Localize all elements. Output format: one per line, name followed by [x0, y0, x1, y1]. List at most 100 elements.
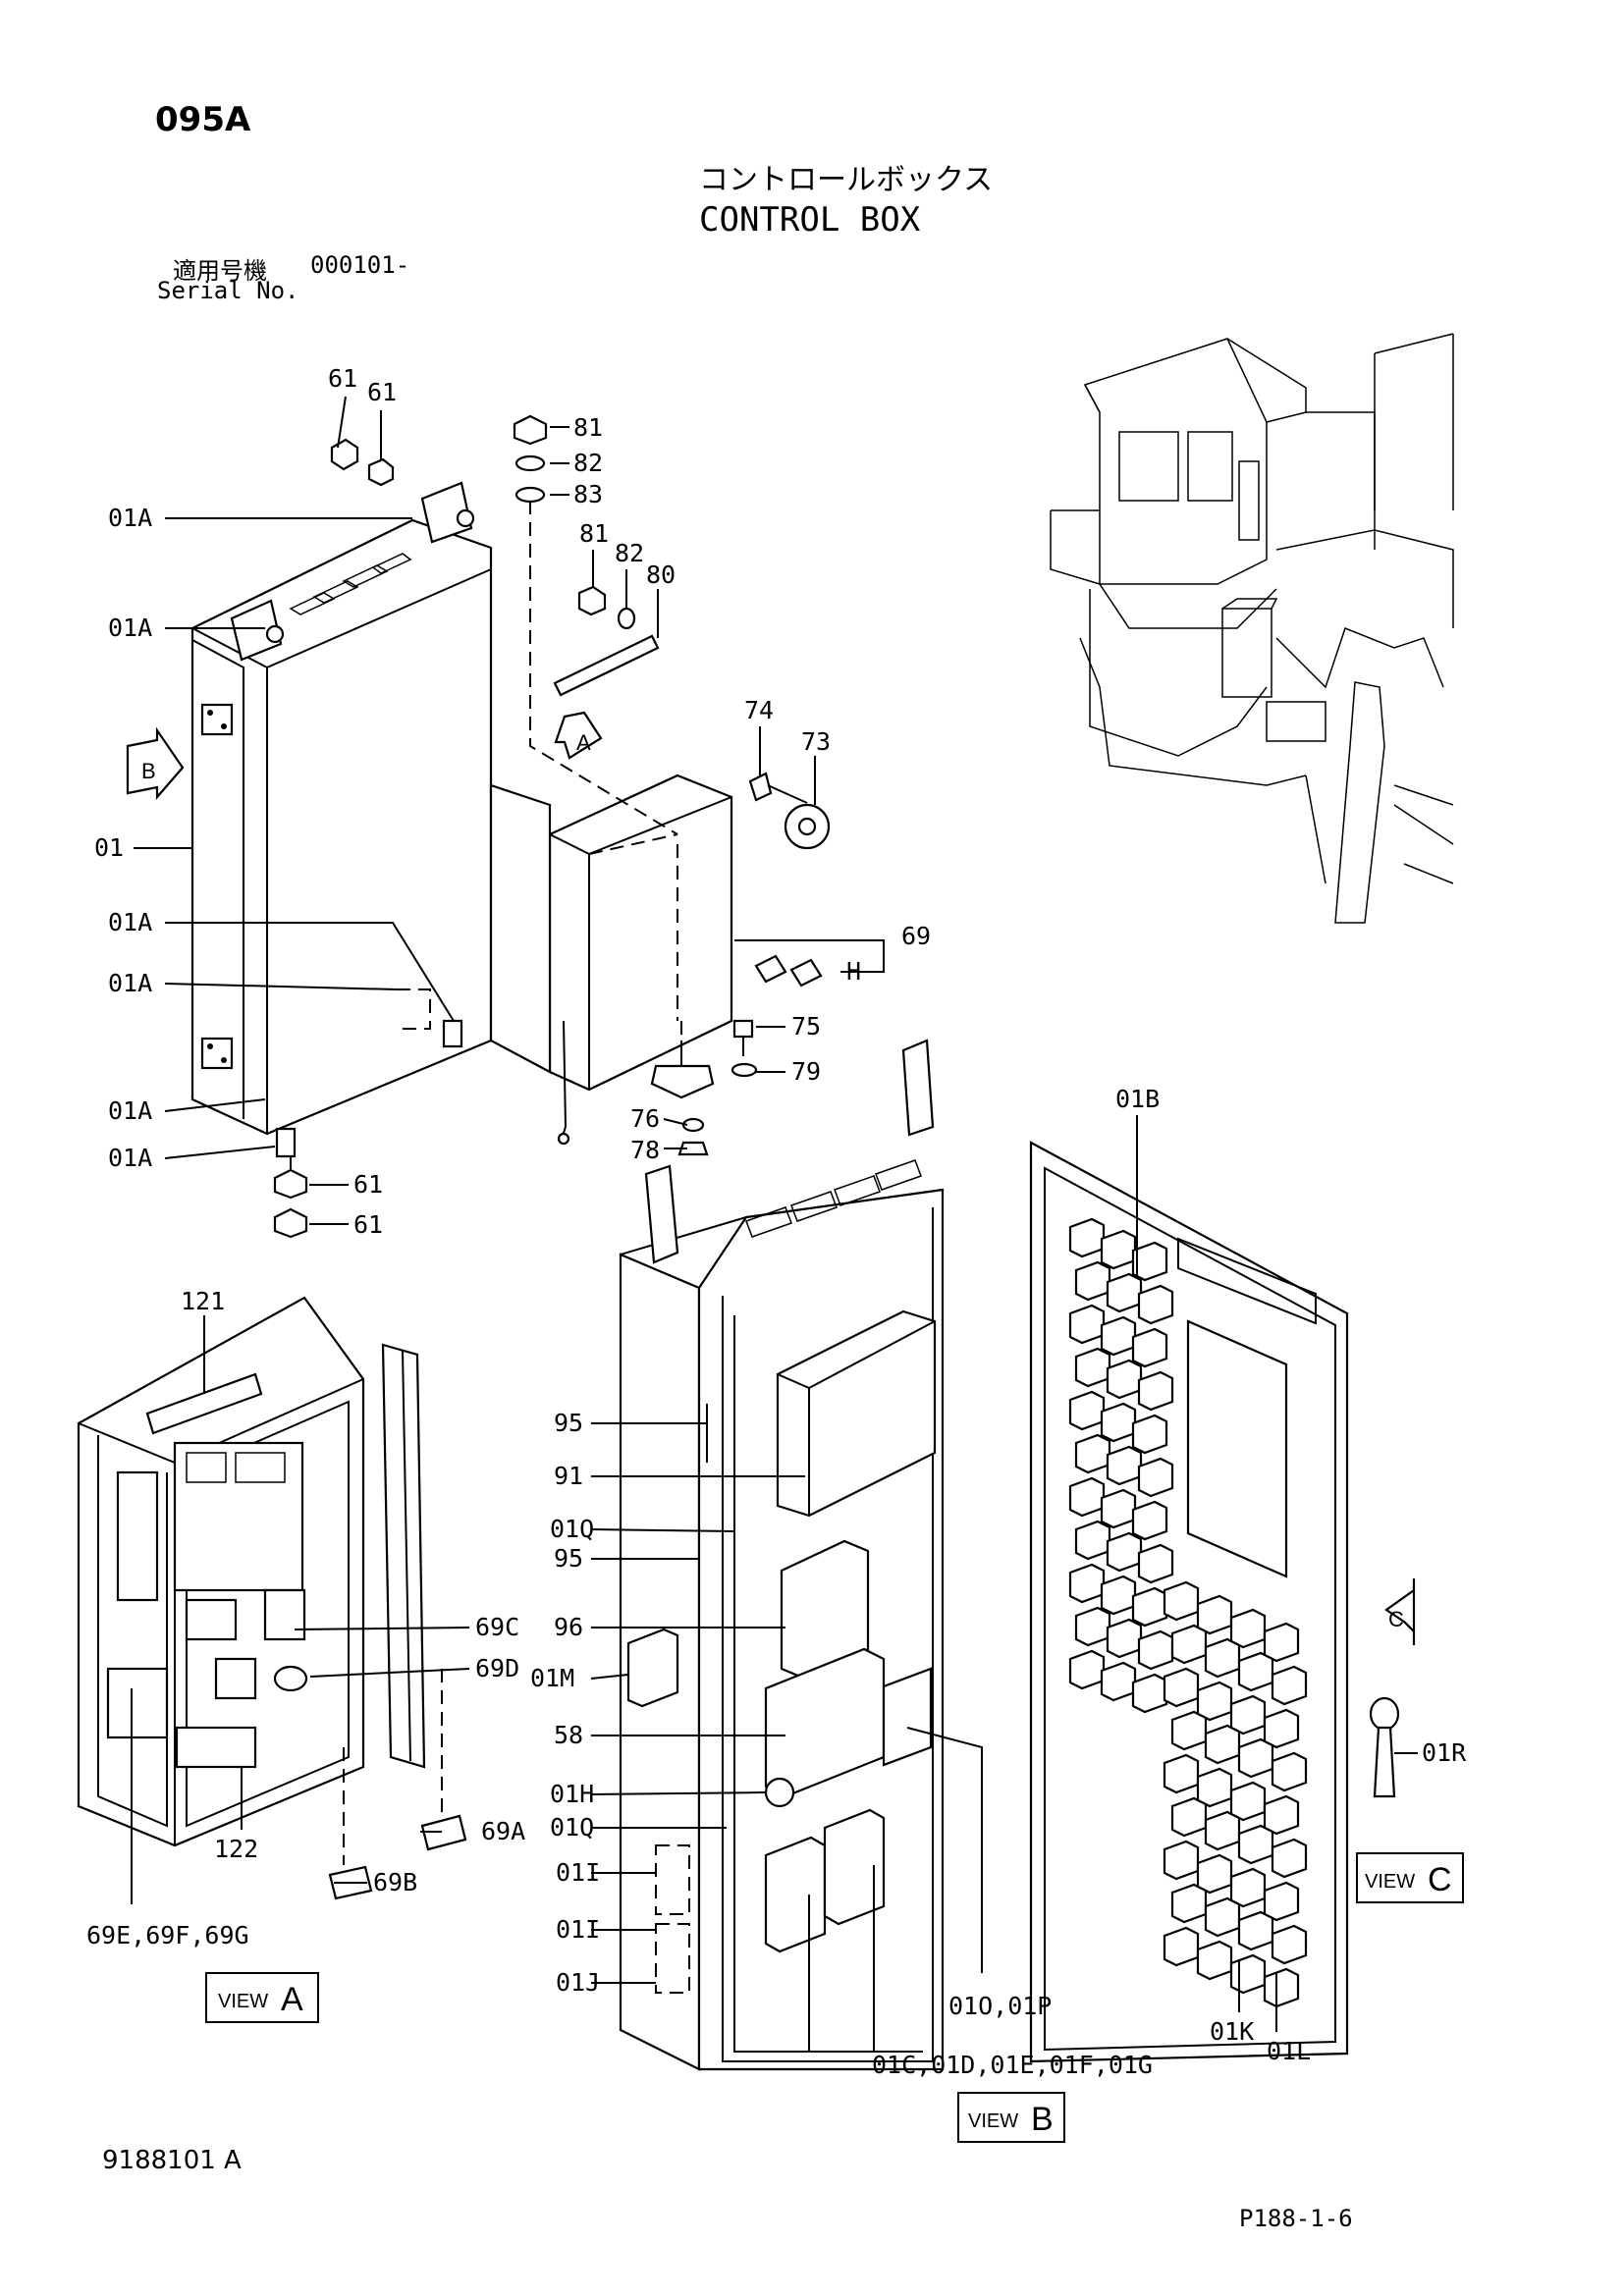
relay	[1074, 1520, 1111, 1561]
part-label: 78	[630, 1136, 660, 1164]
svg-text:C: C	[1388, 1607, 1404, 1631]
svg-text:C: C	[1428, 1861, 1452, 1898]
part-label: 81	[579, 519, 609, 548]
part-label: 01	[94, 833, 124, 862]
part-label: 79	[791, 1057, 821, 1086]
page-title: CONTROL BOX	[699, 200, 921, 240]
part-label: 121	[181, 1287, 225, 1315]
relay	[1271, 1924, 1308, 1965]
relay	[1106, 1359, 1143, 1400]
part-label: 01A	[108, 908, 152, 936]
direction-arrow-c: C	[1384, 1578, 1416, 1645]
relay	[1229, 1608, 1267, 1649]
relay	[1137, 1457, 1174, 1498]
relay	[1074, 1260, 1111, 1302]
relay	[1263, 1622, 1300, 1663]
part-label: 69E,69F,69G	[86, 1921, 249, 1949]
relay	[1106, 1618, 1143, 1659]
direction-arrow-a: A	[554, 711, 603, 760]
relay	[1271, 1665, 1308, 1706]
control-box-exploded	[190, 414, 831, 1239]
relay	[1163, 1926, 1200, 1967]
part-label: 61	[353, 1170, 383, 1199]
svg-text:VIEW: VIEW	[968, 2110, 1018, 2132]
relay-grid	[1068, 1217, 1308, 2008]
relay	[1229, 1867, 1267, 1908]
relay	[1237, 1737, 1274, 1779]
part-label: 01K	[1210, 2017, 1254, 2046]
relay	[1204, 1724, 1241, 1765]
relay	[1263, 1794, 1300, 1836]
part-label: 58	[554, 1721, 583, 1749]
relay	[1170, 1796, 1208, 1838]
svg-text:A: A	[281, 1981, 303, 2018]
part-label: 69	[901, 922, 931, 950]
relay	[1196, 1853, 1233, 1895]
relay	[1074, 1433, 1111, 1474]
part-label: 01A	[108, 504, 152, 532]
section-code: 095A	[155, 100, 251, 139]
relay	[1271, 1838, 1308, 1879]
svg-text:B: B	[141, 759, 156, 783]
part-label: 01A	[108, 614, 152, 642]
part-label: 80	[646, 561, 676, 589]
svg-text:VIEW: VIEW	[1365, 1871, 1415, 1893]
relay	[1170, 1710, 1208, 1751]
view-a-label: VIEW A	[205, 1972, 319, 2023]
leader-lines	[131, 396, 1418, 2053]
relay	[1068, 1390, 1106, 1431]
relay	[1137, 1629, 1174, 1671]
relay	[1100, 1575, 1137, 1616]
relay	[1137, 1284, 1174, 1325]
relay	[1100, 1488, 1137, 1529]
relay	[1106, 1272, 1143, 1313]
part-label: H	[846, 957, 861, 986]
part-label: 122	[214, 1835, 258, 1863]
relay	[1106, 1445, 1143, 1486]
relay	[1137, 1370, 1174, 1412]
view-c-label: VIEW C	[1356, 1852, 1464, 1903]
part-label: 61	[353, 1210, 383, 1239]
relay	[1229, 1781, 1267, 1822]
part-label: 82	[615, 539, 644, 567]
relay	[1068, 1217, 1106, 1258]
relay	[1100, 1315, 1137, 1357]
part-label: 01O,01P	[948, 1992, 1052, 2020]
part-label: 76	[630, 1104, 660, 1133]
relay	[1204, 1637, 1241, 1679]
view-b-assembly	[619, 1039, 1400, 2071]
relay	[1237, 1910, 1274, 1951]
part-label: 69B	[373, 1868, 417, 1896]
relay	[1237, 1824, 1274, 1865]
relay	[1204, 1810, 1241, 1851]
part-label: 96	[554, 1613, 583, 1641]
relay	[1163, 1840, 1200, 1881]
relay	[1263, 1881, 1300, 1922]
part-label: 95	[554, 1544, 583, 1573]
relay	[1131, 1327, 1168, 1368]
relay	[1100, 1661, 1137, 1702]
relay	[1131, 1500, 1168, 1541]
part-label: 01M	[530, 1664, 574, 1692]
view-b-label: VIEW B	[957, 2092, 1065, 2143]
serial-label: Serial No.	[157, 277, 299, 304]
part-label: 01A	[108, 1144, 152, 1172]
relay	[1196, 1594, 1233, 1635]
relay	[1100, 1402, 1137, 1443]
relay	[1263, 1967, 1300, 2008]
relay	[1074, 1606, 1111, 1647]
relay	[1131, 1673, 1168, 1714]
part-labels: 61 61 81 82 83 81 82 80 74 73 69 H 75 79…	[86, 364, 1467, 2079]
part-label: 01L	[1267, 2037, 1311, 2065]
page-reference: P188-1-6	[1239, 2205, 1353, 2232]
part-label: 01Q	[550, 1813, 594, 1842]
relay	[1100, 1229, 1137, 1270]
machine-location-sketch	[1050, 333, 1454, 924]
relay	[1074, 1347, 1111, 1388]
part-label: 01B	[1115, 1085, 1160, 1113]
relay	[1196, 1767, 1233, 1808]
part-label: 01Q	[550, 1515, 594, 1543]
relay	[1068, 1649, 1106, 1690]
serial-number: 000101-	[310, 251, 410, 279]
